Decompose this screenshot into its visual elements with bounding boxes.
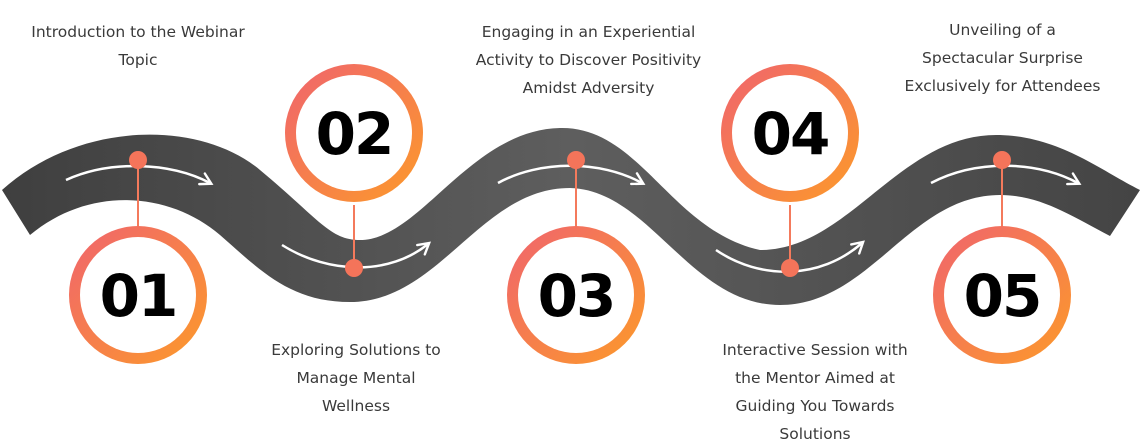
- step-number-04: 04: [752, 100, 829, 168]
- step-number-02: 02: [316, 100, 393, 168]
- step-number-05: 05: [964, 262, 1041, 330]
- connector-dots: [129, 151, 1011, 277]
- step-ring-03: 03: [507, 226, 645, 364]
- step-number-03: 03: [538, 262, 615, 330]
- wavy-road: [2, 127, 1140, 306]
- connectors: [137, 160, 1003, 268]
- step-text-03: Engaging in an Experiential Activity to …: [475, 23, 702, 97]
- step-ring-05: 05: [933, 226, 1071, 364]
- step-ring-04: 04: [721, 64, 859, 202]
- step-text-04: Interactive Session with the Mentor Aime…: [722, 341, 908, 443]
- step-ring-01: 01: [69, 226, 207, 364]
- step-text-02: Exploring Solutions to Manage Mental Wel…: [271, 341, 441, 415]
- step-ring-02: 02: [285, 64, 423, 202]
- dot-5: [993, 151, 1011, 169]
- dot-2: [345, 259, 363, 277]
- dot-1: [129, 151, 147, 169]
- dot-4: [781, 259, 799, 277]
- dot-3: [567, 151, 585, 169]
- step-text-05: Unveiling of a Spectacular Surprise Excl…: [904, 21, 1101, 95]
- step-number-01: 01: [100, 262, 177, 330]
- step-text-01: Introduction to the Webinar Topic: [31, 23, 245, 69]
